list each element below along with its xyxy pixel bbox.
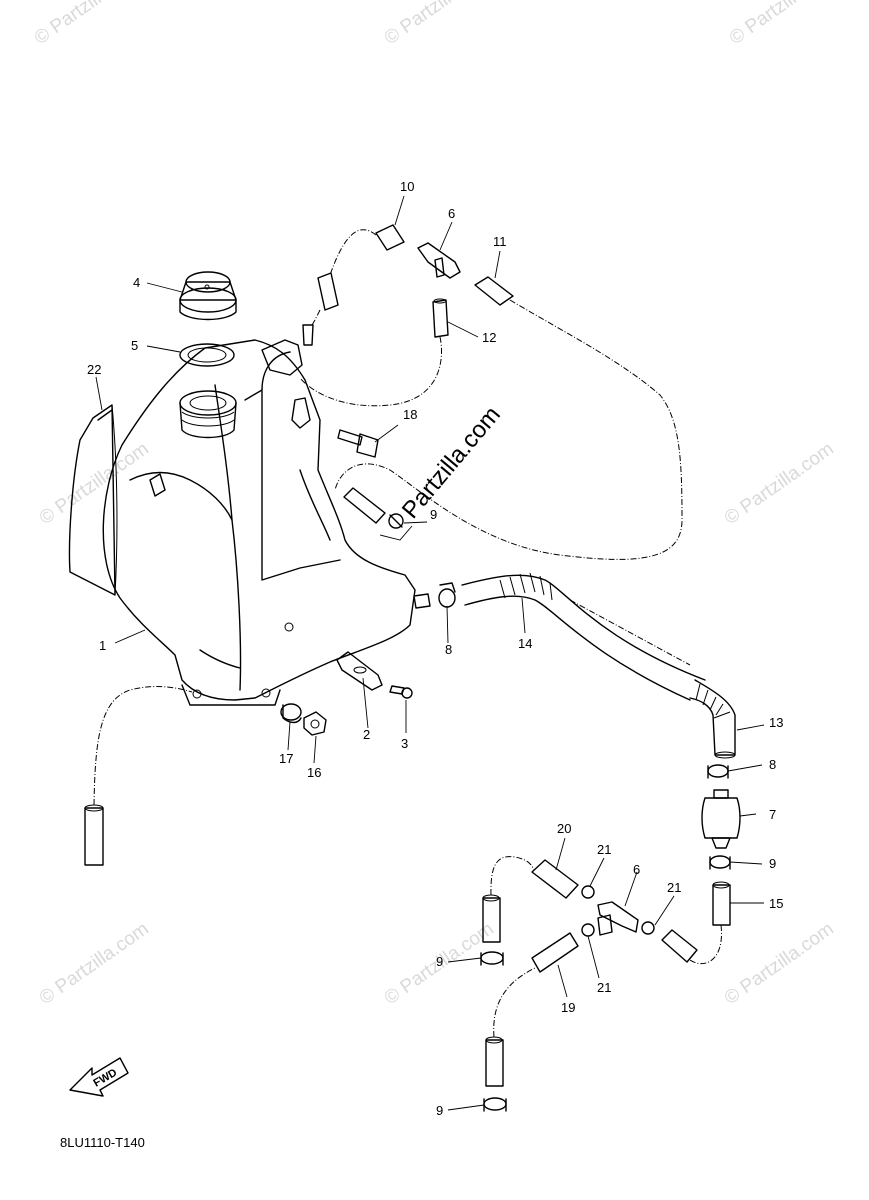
hose-short[interactable]: [343, 487, 386, 524]
callout-2: 2: [363, 727, 370, 742]
hose-bottom[interactable]: [485, 1036, 504, 1087]
watermark-group: © Partzilla.com © Partzilla.com © Partzi…: [31, 0, 843, 1009]
callout-16: 16: [307, 765, 321, 780]
watermark: © Partzilla.com: [721, 438, 838, 529]
callouts: 1 2 3 4 5 6 6 7 8 8 9 9 9 9 10 11 12 13 …: [87, 179, 783, 1118]
callout-17: 17: [279, 751, 293, 766]
vent-hose-route: [334, 299, 683, 560]
callout-5: 5: [131, 338, 138, 353]
watermark: © Partzilla.com: [31, 0, 148, 49]
fuel-tank[interactable]: [102, 324, 431, 706]
callout-18: 18: [403, 407, 417, 422]
fuel-hose-14[interactable]: [461, 572, 706, 701]
callout-7: 7: [769, 807, 776, 822]
vent-hose-route: [299, 336, 443, 407]
callout-4: 4: [133, 275, 140, 290]
callout-9: 9: [436, 954, 443, 969]
callout-1: 1: [99, 638, 106, 653]
callout-8: 8: [445, 642, 452, 657]
bracket-2[interactable]: [336, 651, 383, 691]
clip-21-b[interactable]: [581, 923, 595, 937]
leader-lines: [95, 195, 765, 1111]
hose-20[interactable]: [531, 859, 579, 899]
clamp-8-upper[interactable]: [438, 582, 456, 608]
damper-17[interactable]: [280, 703, 302, 724]
callout-9: 9: [769, 856, 776, 871]
vent-hose-11[interactable]: [474, 276, 514, 306]
clamp-9-upper[interactable]: [388, 513, 404, 529]
vent-hose-12[interactable]: [432, 298, 449, 338]
callout-21: 21: [597, 980, 611, 995]
callout-15: 15: [769, 896, 783, 911]
hose-route: [689, 924, 722, 965]
vent-joint-6-upper[interactable]: [417, 242, 461, 279]
clamp-8-lower[interactable]: [707, 764, 729, 779]
clamp-9-bottom[interactable]: [483, 1097, 507, 1112]
fuel-hose-13[interactable]: [689, 679, 736, 759]
callout-21: 21: [597, 842, 611, 857]
callout-20: 20: [557, 821, 571, 836]
diagram-code: 8LU1110-T140: [60, 1135, 145, 1150]
tank-shroud[interactable]: [68, 404, 118, 596]
watermark: © Partzilla.com: [726, 0, 843, 49]
hose-route: [490, 856, 535, 896]
callout-8: 8: [769, 757, 776, 772]
hose-15[interactable]: [712, 881, 731, 926]
watermark: © Partzilla.com: [721, 918, 838, 1009]
bolt-3[interactable]: [389, 685, 413, 699]
fwd-arrow-icon: FWD: [69, 1057, 129, 1097]
filler-cap[interactable]: [179, 271, 237, 321]
fuel-filter-7[interactable]: [701, 789, 741, 849]
hose-19[interactable]: [531, 932, 579, 973]
nut-16[interactable]: [303, 711, 327, 736]
cap-gasket[interactable]: [179, 343, 235, 367]
callout-6: 6: [633, 862, 640, 877]
callout-21: 21: [667, 880, 681, 895]
clamp-9-lower-left[interactable]: [480, 951, 504, 966]
callout-9: 9: [436, 1103, 443, 1118]
watermark: © Partzilla.com: [36, 438, 153, 529]
clip-21-a[interactable]: [581, 885, 595, 899]
clamp-9-right[interactable]: [709, 855, 731, 870]
callout-6: 6: [448, 206, 455, 221]
callout-9: 9: [430, 507, 437, 522]
clip-21-c[interactable]: [641, 921, 655, 935]
joint-6-lower[interactable]: [597, 901, 639, 936]
vent-hose-10[interactable]: [311, 224, 405, 326]
hose-right-lower[interactable]: [661, 929, 698, 963]
drain-hose[interactable]: [84, 686, 193, 866]
callout-22: 22: [87, 362, 101, 377]
callout-3: 3: [401, 736, 408, 751]
callout-14: 14: [518, 636, 532, 651]
callout-12: 12: [482, 330, 496, 345]
watermark: © Partzilla.com: [36, 918, 153, 1009]
callout-19: 19: [561, 1000, 575, 1015]
callout-11: 11: [493, 234, 507, 249]
hose-route: [493, 967, 536, 1038]
watermark: © Partzilla.com: [381, 0, 498, 49]
callout-10: 10: [400, 179, 414, 194]
bolt-18[interactable]: [337, 429, 379, 458]
callout-13: 13: [769, 715, 783, 730]
